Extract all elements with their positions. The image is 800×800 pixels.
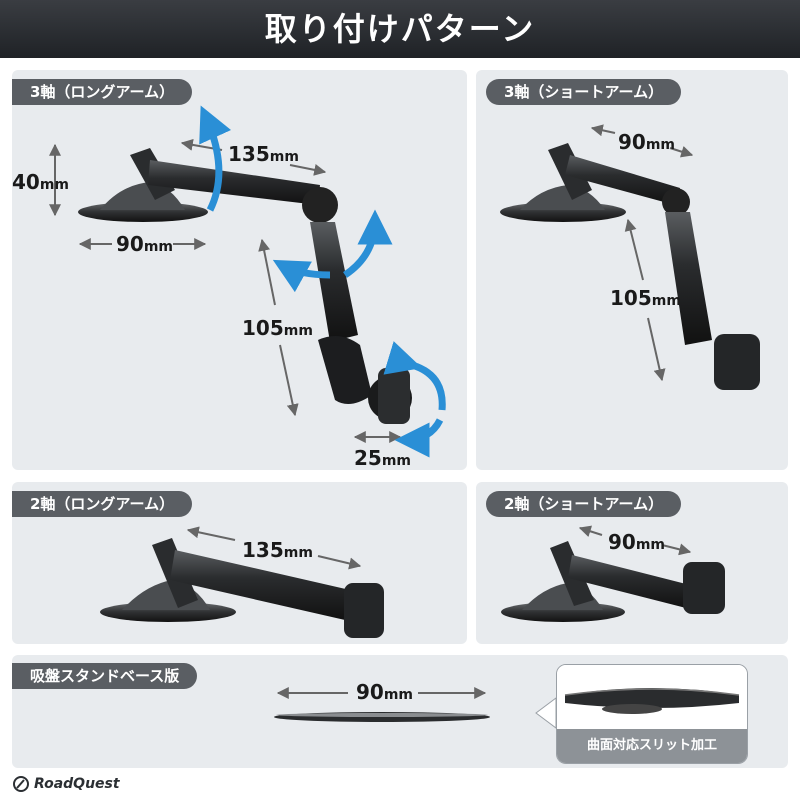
dim-90-p1: 90mm xyxy=(116,232,174,256)
dim-90-p4: 90mm xyxy=(608,530,666,554)
mount-3axis-long xyxy=(78,148,412,424)
dim-105-p1: 105mm xyxy=(242,316,313,340)
dim-135-p1: 135mm xyxy=(228,142,299,166)
slit-detail-image xyxy=(557,665,747,729)
dim-135-p3: 135mm xyxy=(242,538,313,562)
mount-2axis-long xyxy=(100,538,384,638)
dim-40-p1: 40mm xyxy=(12,170,70,194)
brand-name: RoadQuest xyxy=(34,776,120,792)
label-2axis-short: 2軸（ショートアーム） xyxy=(486,491,682,517)
base-plate xyxy=(274,712,490,722)
label-2axis-long: 2軸（ロングアーム） xyxy=(12,491,193,517)
label-3axis-long: 3軸（ロングアーム） xyxy=(12,79,193,105)
dim-90-p2: 90mm xyxy=(618,130,676,154)
mount-2axis-short xyxy=(501,541,725,622)
dim-90-p5: 90mm xyxy=(356,680,414,704)
roadquest-logo-icon xyxy=(13,776,29,792)
page-title: 取り付けパターン xyxy=(264,10,536,48)
brand-logo: RoadQuest xyxy=(12,774,120,794)
dim-25-p1: 25mm xyxy=(354,446,412,470)
panel-3axis-short xyxy=(476,70,788,470)
header-bar: 取り付けパターン xyxy=(0,0,800,58)
dim-105-p2: 105mm xyxy=(610,286,681,310)
label-suction-base: 吸盤スタンドベース版 xyxy=(12,663,198,689)
slit-callout: 曲面対応スリット加工 xyxy=(556,664,748,764)
label-3axis-short: 3軸（ショートアーム） xyxy=(486,79,682,105)
mount-3axis-short xyxy=(500,143,760,390)
slit-callout-label: 曲面対応スリット加工 xyxy=(557,729,747,763)
